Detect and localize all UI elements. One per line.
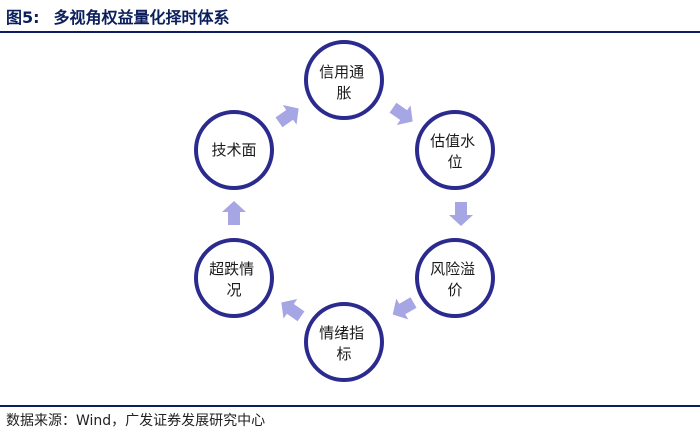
arrow-oversold-to-technical [222, 201, 246, 225]
node-valuation-line1: 估值水 [430, 132, 475, 150]
figure-title: 图5: 多视角权益量化择时体系 [6, 6, 230, 30]
node-technical [194, 110, 274, 190]
node-oversold-line2: 况 [226, 281, 241, 299]
node-sentiment-label: 情绪指 标 [319, 324, 369, 363]
node-sentiment-line1: 情绪指 [319, 324, 364, 342]
node-sentiment-line2: 标 [336, 345, 351, 363]
arrow-credit-to-valuation [389, 102, 413, 125]
node-risk-premium-line1: 风险溢 [430, 260, 475, 278]
figure-title-text: 多视角权益量化择时体系 [53, 8, 230, 27]
node-oversold [194, 238, 274, 318]
node-risk-premium [415, 238, 495, 318]
node-oversold-line1: 超跌情 [209, 260, 254, 278]
node-technical-line1: 技术面 [211, 141, 256, 159]
node-credit-inflation [304, 40, 384, 120]
arrow-valuation-to-risk-premium [449, 202, 473, 226]
node-credit-inflation-line1: 信用通 [319, 63, 364, 81]
node-valuation-line2: 位 [447, 153, 462, 171]
data-source: 数据来源：Wind，广发证券发展研究中心 [6, 413, 266, 429]
header-rule [0, 31, 700, 33]
arrow-technical-to-credit [275, 105, 299, 128]
node-valuation-label: 估值水 位 [430, 132, 480, 171]
figure-label: 图5: [6, 8, 40, 27]
node-credit-inflation-label: 信用通 胀 [319, 63, 369, 102]
node-credit-inflation-line2: 胀 [336, 84, 351, 102]
node-sentiment [304, 302, 384, 382]
footer-rule [0, 405, 700, 407]
node-valuation [415, 110, 495, 190]
node-technical-label: 技术面 [211, 141, 256, 159]
node-oversold-label: 超跌情 况 [209, 260, 259, 299]
arrow-sentiment-to-oversold [281, 299, 305, 322]
node-risk-premium-label: 风险溢 价 [430, 260, 480, 299]
arrow-risk-premium-to-sentiment [392, 297, 417, 320]
node-risk-premium-line2: 价 [447, 281, 462, 299]
